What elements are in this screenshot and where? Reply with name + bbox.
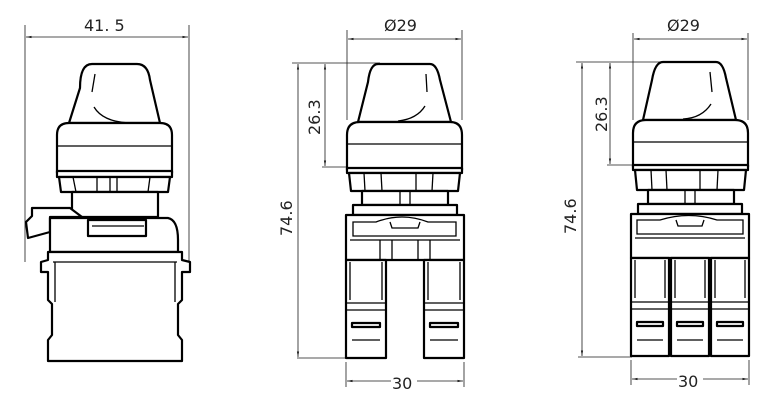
diameter-dimension: Ø29: [346, 16, 463, 120]
stem: [646, 188, 736, 206]
knob-cap: [67, 62, 162, 125]
knob-height-label: 26.3: [592, 96, 611, 132]
diameter-label: Ø29: [667, 16, 700, 35]
stem: [360, 189, 450, 207]
stem: [70, 190, 160, 219]
nut: [347, 171, 462, 193]
knob-cap: [641, 60, 738, 122]
bezel: [345, 120, 464, 172]
front-view-2-contact: Ø29 26.3 74.6 30: [277, 16, 466, 393]
front-view-3-contact: Ø29 26.3 74.6 30: [561, 16, 751, 391]
contact-leg-left: [344, 258, 388, 360]
side-view: 41. 5: [24, 16, 192, 363]
total-height-label: 74.6: [561, 198, 580, 234]
total-height-label: 74.6: [277, 200, 296, 236]
bezel: [631, 118, 750, 169]
contact-leg-right: [422, 258, 466, 360]
base-width-dimension: 30: [345, 362, 465, 393]
base-width-label: 30: [392, 374, 412, 393]
contact-leg-middle: [669, 256, 711, 358]
bezel: [55, 121, 174, 175]
contact-leg-right: [709, 256, 751, 358]
nut: [57, 175, 172, 194]
knob-height-label: 26.3: [305, 99, 324, 135]
total-height-dimension: 74.6: [561, 62, 632, 358]
knob-cap: [356, 62, 453, 124]
base-width-label: 30: [678, 372, 698, 391]
knob-height-dimension: 26.3: [576, 61, 665, 166]
contact-leg-left: [629, 256, 671, 358]
total-height-dimension: 74.6: [277, 63, 346, 359]
diameter-label: Ø29: [384, 16, 417, 35]
diameter-dimension: Ø29: [632, 16, 749, 120]
base-width-dimension: 30: [630, 360, 750, 391]
width-label: 41. 5: [84, 16, 125, 35]
knob-height-dimension: 26.3: [292, 62, 380, 168]
base: [39, 250, 192, 363]
